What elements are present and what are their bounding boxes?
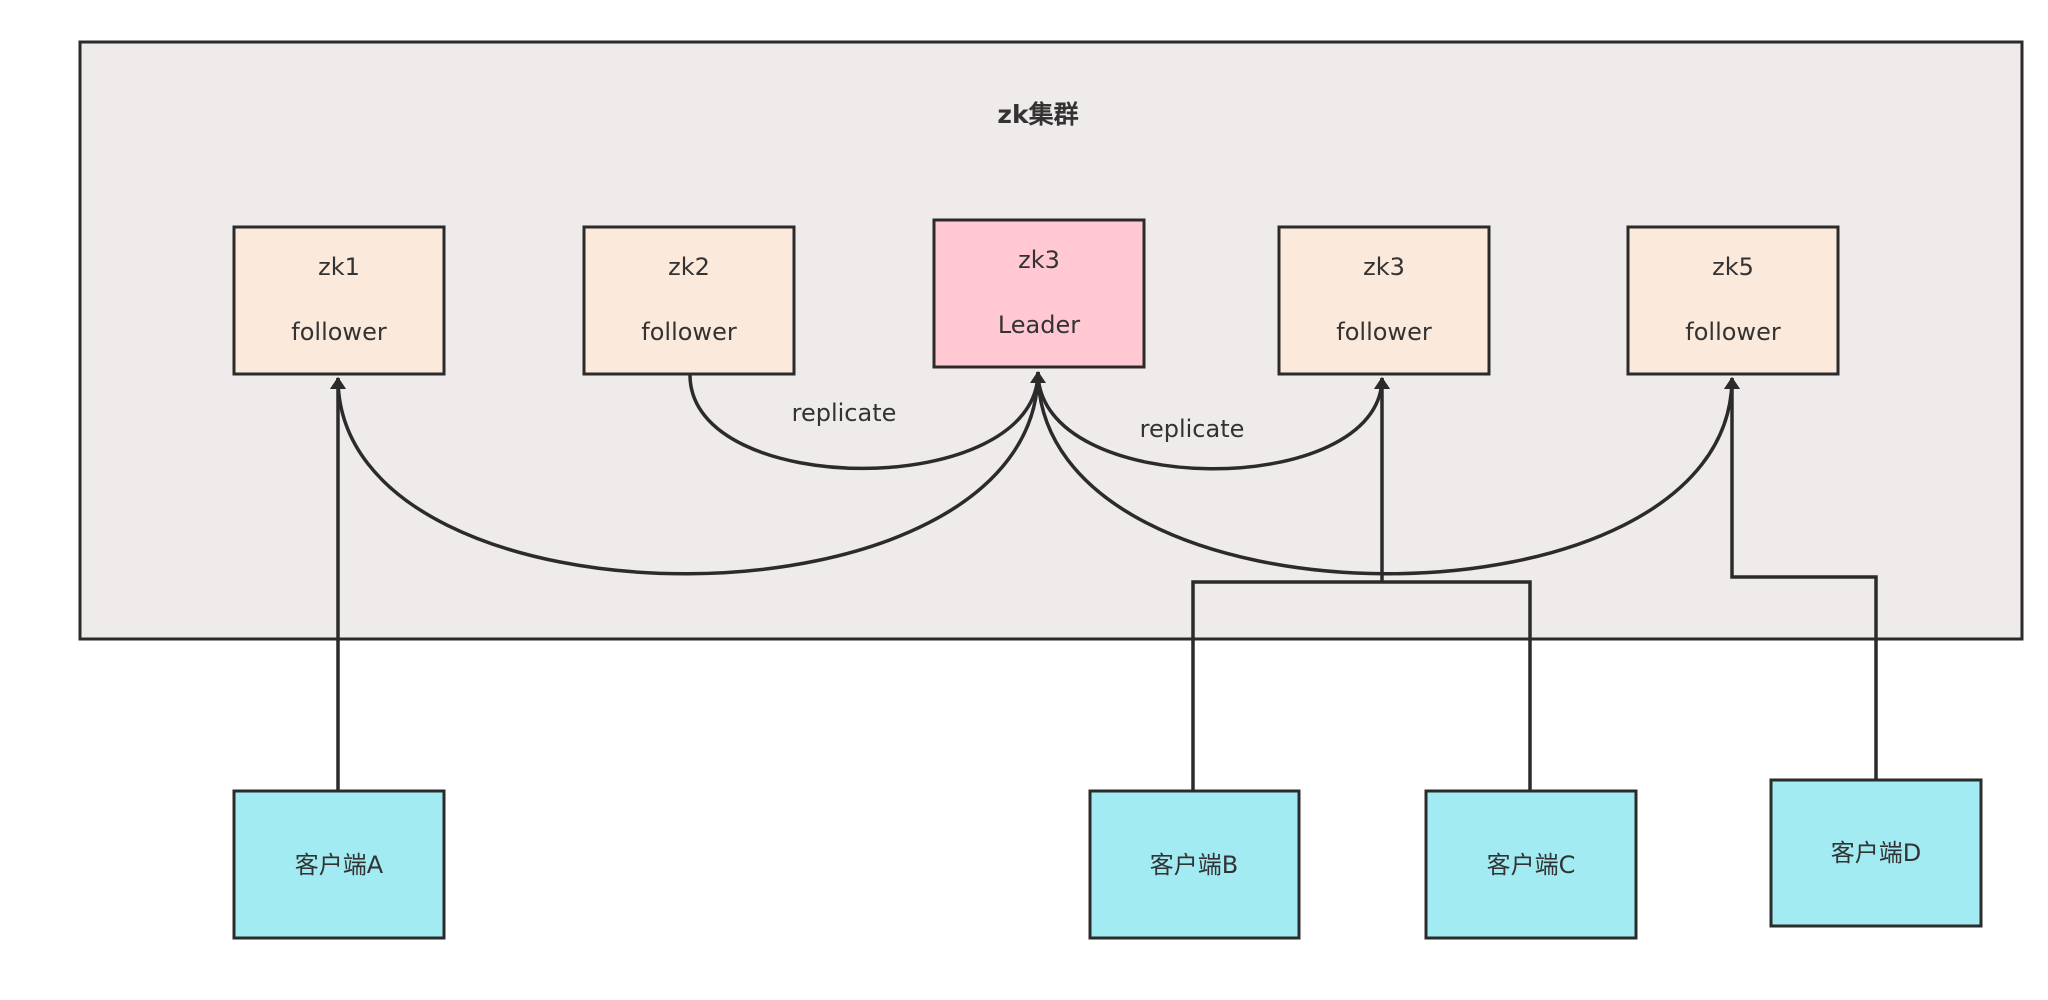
client-box: [1088, 789, 1301, 940]
client-label: 客户端D: [1831, 839, 1921, 867]
client-box: [1769, 778, 1983, 928]
client-d: 客户端D: [1769, 778, 1983, 928]
edges: [330, 371, 1878, 790]
server-role: follower: [1685, 318, 1781, 346]
server-box: [932, 218, 1146, 369]
client-label: 客户端B: [1150, 851, 1238, 879]
client-label: 客户端A: [295, 851, 384, 879]
server-zk1: zk1 follower: [232, 225, 446, 376]
server-zk2: zk2 follower: [582, 225, 796, 376]
server-name: zk5: [1712, 253, 1754, 281]
server-box: [582, 225, 796, 376]
server-role: follower: [641, 318, 737, 346]
client-box: [232, 789, 446, 940]
edge-clientD-to-zk5: [1724, 377, 1878, 779]
cluster-title: zk集群: [997, 100, 1078, 129]
client-b: 客户端B: [1088, 789, 1301, 940]
server-role: follower: [291, 318, 387, 346]
server-name: zk2: [668, 253, 710, 281]
edge-zk2-to-leader: [688, 371, 1046, 471]
client-box: [1424, 789, 1638, 940]
server-role: follower: [1336, 318, 1432, 346]
client-label: 客户端C: [1487, 851, 1576, 879]
server-box: [232, 225, 446, 376]
server-zk3-leader: zk3 Leader: [932, 218, 1146, 369]
server-name: zk3: [1363, 253, 1405, 281]
server-box: [1277, 225, 1491, 376]
replicate-label-left: replicate: [792, 399, 897, 427]
edge-clientB-to-junction: [1191, 580, 1382, 790]
server-role: Leader: [998, 311, 1080, 339]
replicate-label-right: replicate: [1140, 415, 1245, 443]
client-a: 客户端A: [232, 789, 446, 940]
edge-leader-to-zk5: [1036, 371, 1740, 576]
server-name: zk3: [1018, 246, 1060, 274]
client-c: 客户端C: [1424, 789, 1638, 940]
server-box: [1626, 225, 1840, 376]
server-zk3-follower: zk3 follower: [1277, 225, 1491, 376]
edge-clientC-to-junction: [1382, 580, 1532, 790]
edge-leader-to-zk1: [330, 371, 1040, 576]
server-name: zk1: [318, 253, 360, 281]
edge-leader-to-zk3-follower: [1036, 371, 1390, 471]
server-zk5: zk5 follower: [1626, 225, 1840, 376]
